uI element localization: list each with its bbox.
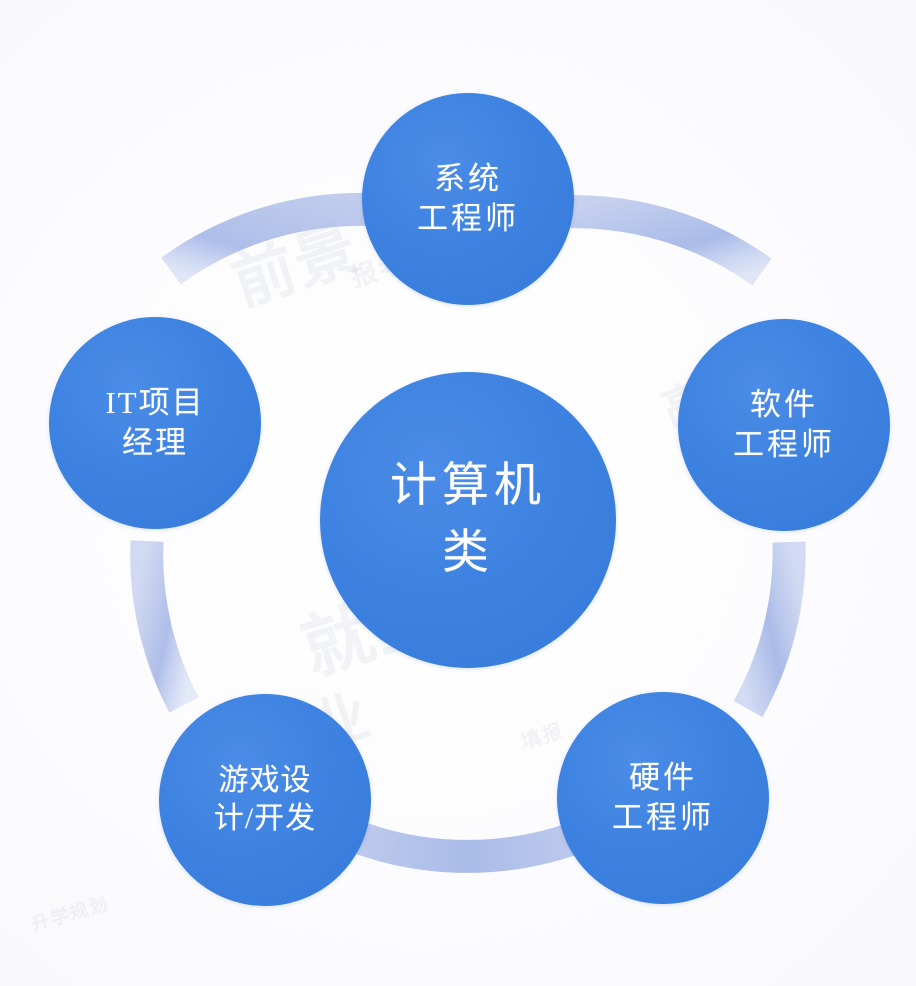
center-node-label-line-2: 类	[442, 527, 494, 579]
node-it-project-manager[interactable]: IT项目 经理	[49, 317, 261, 529]
ring-segment-right-bottomright	[733, 541, 806, 718]
ring-segment-top-right	[559, 195, 772, 286]
node-software-engineer[interactable]: 软件 工程师	[678, 319, 890, 531]
center-node-computer-category[interactable]: 计算机 类	[320, 372, 616, 668]
node-systems-engineer-line-1: 系统	[434, 161, 502, 197]
ring-segment-bottomleft-left	[130, 540, 199, 713]
node-game-design-development-line-1: 游戏设	[218, 763, 312, 797]
node-software-engineer-line-2: 工程师	[733, 427, 835, 462]
node-game-design-development-line-2: 计/开发	[213, 802, 317, 835]
center-node-label-line-1: 计算机	[390, 460, 546, 513]
node-hardware-engineer[interactable]: 硬件 工程师	[557, 692, 769, 904]
node-hardware-engineer-line-2: 工程师	[612, 800, 714, 835]
node-it-project-manager-line-1: IT项目	[105, 385, 205, 421]
node-hardware-engineer-line-1: 硬件	[629, 760, 697, 796]
ring-segment-bottom	[346, 819, 589, 873]
ring-segment-left-top	[161, 192, 381, 285]
node-it-project-manager-line-2: 经理	[122, 425, 188, 460]
node-systems-engineer[interactable]: 系统 工程师	[362, 93, 574, 305]
node-software-engineer-line-1: 软件	[750, 387, 818, 423]
node-systems-engineer-line-2: 工程师	[417, 201, 519, 236]
node-game-design-development[interactable]: 游戏设 计/开发	[159, 694, 371, 906]
